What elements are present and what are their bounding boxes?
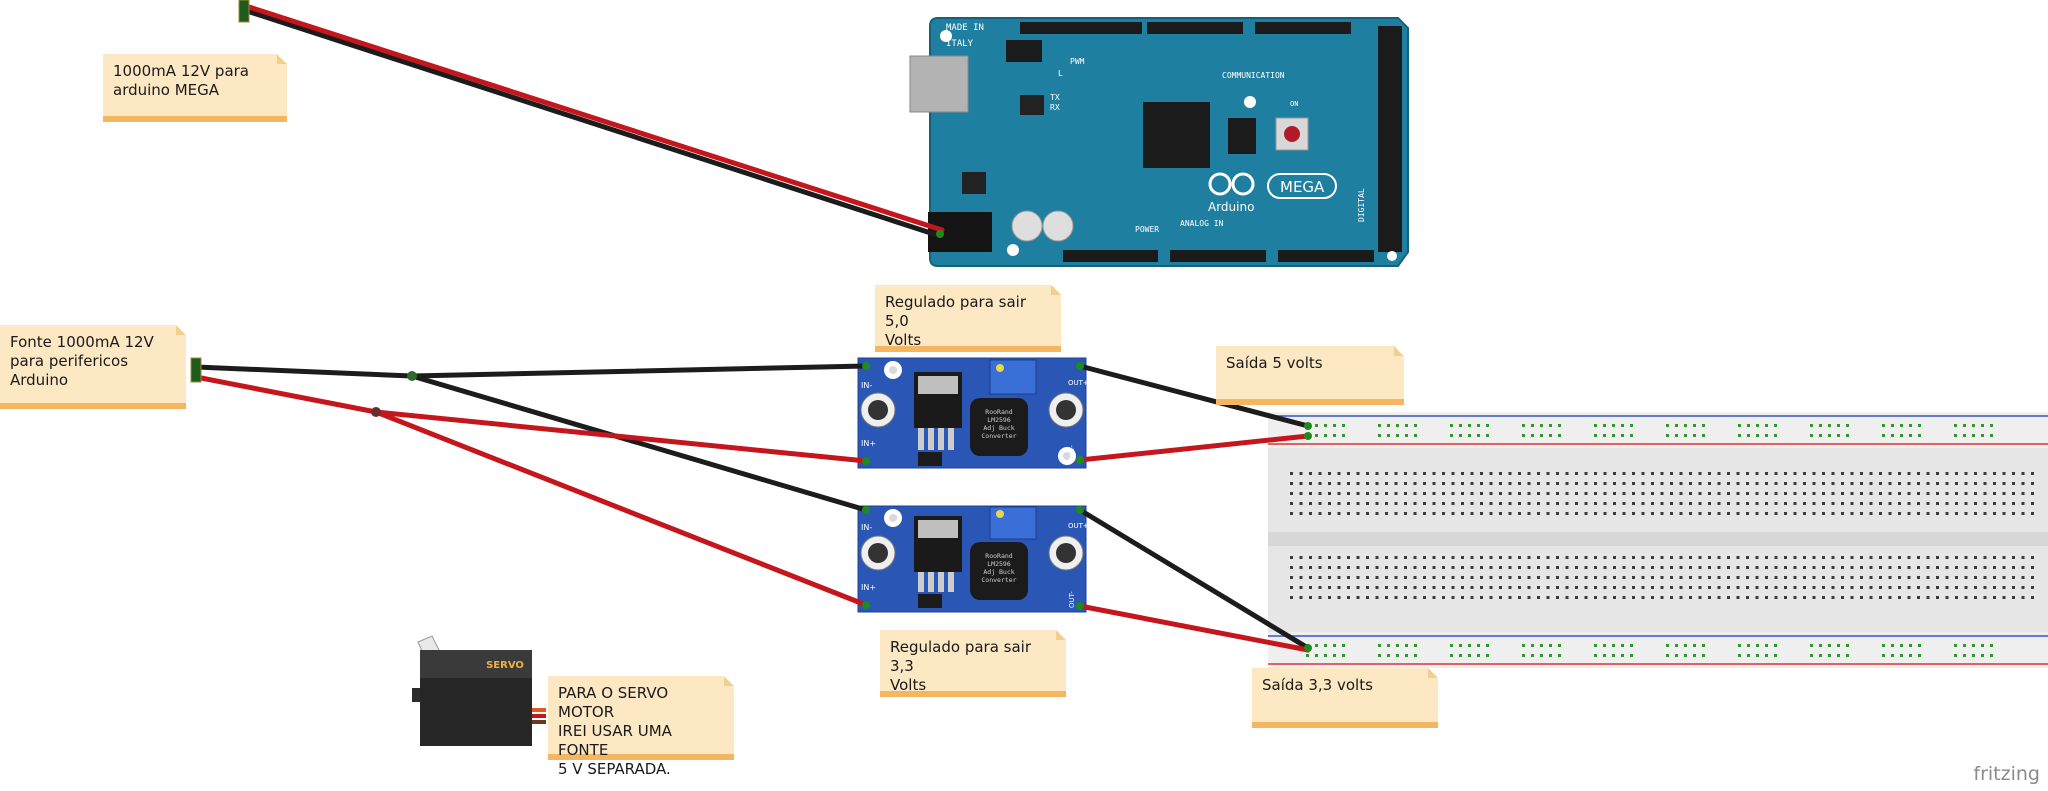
wire-red-to-converter1[interactable] [373,409,869,464]
wire-black-to-converter2[interactable] [409,373,869,513]
note-output-5v-text: Saída 5 volts [1226,354,1323,372]
wire-peripheral-black[interactable] [193,364,415,379]
note-regulated-3v3-text: Regulado para sair 3,3 Volts [890,638,1032,694]
converter2-out-minus-label: OUT- [1068,591,1076,608]
breadboard-bottom-rail [1306,644,1993,657]
note-peripheral-supply[interactable]: Fonte 1000mA 12V para perifericos Arduin… [0,325,186,409]
arduino-power-label: POWER [1135,225,1159,234]
converter1-out-plus-label: OUT+ [1068,379,1089,387]
converter1-in-minus-label: IN- [861,381,872,390]
arduino-communication-label: COMMUNICATION [1222,71,1285,80]
note-peripheral-supply-text: Fonte 1000mA 12V para perifericos Arduin… [10,333,154,389]
note-output-3v3[interactable]: Saída 3,3 volts [1252,668,1438,728]
note-servo-separate-supply-text: PARA O SERVO MOTOR IREI USAR UMA FONTE 5… [558,684,672,778]
note-servo-separate-supply[interactable]: PARA O SERVO MOTOR IREI USAR UMA FONTE 5… [548,676,734,778]
wire-red-to-converter2[interactable] [373,409,869,608]
wire-black-to-converter1[interactable] [409,363,869,379]
converter1-out-minus-label: OUT- [1068,445,1076,462]
servo-label: SERVO [486,660,524,671]
arduino-logo-icon [1208,172,1255,196]
wire-mega-black[interactable] [241,7,943,239]
converter2-in-minus-label: IN- [861,523,872,532]
breadboard-top-rail [1306,424,1993,437]
arduino-analog-in-label: ANALOG IN [1180,219,1224,228]
fritzing-watermark: fritzing [1973,763,2040,785]
arduino-made-in-label: MADE IN [946,23,984,33]
wire-peripheral-red[interactable] [193,374,379,415]
breadboard[interactable] [1268,412,2048,668]
arduino-pwm-label: PWM [1070,57,1085,66]
wires [190,0,1312,653]
arduino-model-label: MEGA [1280,178,1325,196]
arduino-mega-board[interactable]: MADE IN ITALY PWM L TX RX COMMUNICATION … [909,17,1409,267]
arduino-tx-label: TX [1050,93,1060,102]
converter1-in-plus-label: IN+ [861,439,876,448]
converter2-in-plus-label: IN+ [861,583,876,592]
arduino-digital-label: DIGITAL [1357,188,1366,222]
servo-motor[interactable]: SERVO [412,635,546,746]
note-regulated-5v-text: Regulado para sair 5,0 Volts [885,293,1027,349]
wire-5v-out-negative[interactable] [1077,363,1311,429]
arduino-rx-label: RX [1050,103,1060,112]
red-wire-junction [371,407,381,417]
wire-5v-out-positive[interactable] [1077,433,1311,463]
note-regulated-3v3[interactable]: Regulado para sair 3,3 Volts [880,630,1066,697]
note-output-5v[interactable]: Saída 5 volts [1216,346,1404,405]
peripheral-supply-connector[interactable] [190,357,202,383]
arduino-on-label: ON [1290,100,1298,108]
note-mega-supply-text: 1000mA 12V para arduino MEGA [113,62,250,99]
wire-mega-red[interactable] [243,3,945,233]
wire-3v3-out-positive[interactable] [1077,603,1311,653]
converter2-out-plus-label: OUT+ [1068,522,1089,530]
arduino-brand-label: Arduino [1208,200,1254,214]
wire-3v3-out-negative[interactable] [1077,507,1311,651]
mega-supply-connector[interactable] [238,0,250,23]
note-output-3v3-text: Saída 3,3 volts [1262,676,1373,694]
note-regulated-5v[interactable]: Regulado para sair 5,0 Volts [875,285,1061,352]
arduino-l-label: L [1058,69,1063,78]
black-wire-junction [407,371,417,381]
breadboard-terminal-strips [1290,472,2034,599]
note-mega-supply[interactable]: 1000mA 12V para arduino MEGA [103,54,287,122]
arduino-italy-label: ITALY [946,39,974,49]
